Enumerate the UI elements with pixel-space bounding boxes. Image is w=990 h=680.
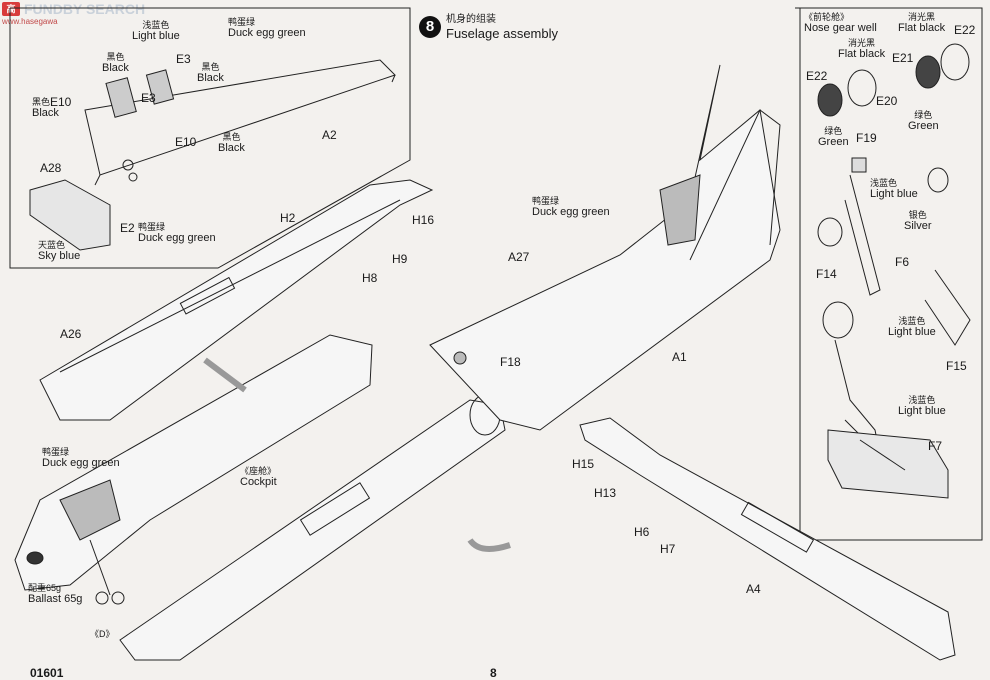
part-label-a28: A28 <box>40 161 62 175</box>
gear-bay-f7 <box>827 429 949 499</box>
part-label-f7: F7 <box>928 439 943 453</box>
part-label-e20: E20 <box>876 94 898 108</box>
step-title-en: Fuselage assembly <box>446 26 558 41</box>
fuselage-mid <box>119 399 506 661</box>
part-label-h16: H16 <box>412 213 435 227</box>
part-label-e22-b: E22 <box>806 69 828 83</box>
part-label-f15: F15 <box>946 359 967 373</box>
label-nose-gear-well: 《前轮舱》Nose gear well <box>804 12 877 34</box>
part-label-a4: A4 <box>746 582 761 596</box>
part-label-e10-b: E10 <box>175 135 197 149</box>
part-label-e10-a: E10 <box>50 95 72 109</box>
part-label-h6: H6 <box>634 525 650 539</box>
watermark: 高 FUNDBY SEARCH <box>0 0 152 18</box>
fuselage-a4 <box>579 417 956 661</box>
footer-code: 01601 <box>30 666 64 680</box>
part-label-a1: A1 <box>672 350 687 364</box>
label-cockpit: 《座舱》Cockpit <box>240 466 277 488</box>
part-label-f14: F14 <box>816 267 837 281</box>
label-view-d: 《D》 <box>90 629 115 639</box>
gear-door-f15 <box>924 269 971 346</box>
watermark-site: FUNDBY SEARCH <box>24 1 146 17</box>
panel-a2 <box>84 59 396 176</box>
step-title-cn: 机身的组装 <box>446 14 496 25</box>
part-label-e2: E2 <box>120 221 135 235</box>
part-label-h15: H15 <box>572 457 595 471</box>
part-label-h13: H13 <box>594 486 617 500</box>
part-label-e3-a: E3 <box>176 52 191 66</box>
step-number-badge: 8 <box>419 16 441 38</box>
part-label-f18: F18 <box>500 355 521 369</box>
watermark-sub: www.hasegawa <box>2 17 58 26</box>
part-label-h2: H2 <box>280 211 296 225</box>
part-label-h8: H8 <box>362 271 378 285</box>
step-title: 机身的组装 Fuselage assembly <box>446 14 558 41</box>
watermark-logo: 高 <box>2 2 20 16</box>
part-label-h9: H9 <box>392 252 408 266</box>
right-inset-frame <box>795 7 983 541</box>
fuselage-rear <box>429 64 781 431</box>
panel-a28 <box>29 179 111 251</box>
part-label-h7: H7 <box>660 542 676 556</box>
part-label-a2: A2 <box>322 128 337 142</box>
part-label-e22-a: E22 <box>954 23 976 37</box>
page-number: 8 <box>490 666 497 680</box>
part-label-e3-b: E3 <box>141 91 156 105</box>
part-label-f6: F6 <box>895 255 910 269</box>
part-label-e21: E21 <box>892 51 914 65</box>
part-label-a26: A26 <box>60 327 82 341</box>
part-label-f19: F19 <box>856 131 877 145</box>
left-inset-frame <box>9 7 411 269</box>
fuselage-a26 <box>39 179 434 421</box>
gear-strut-f14 <box>844 174 881 296</box>
part-label-a27: A27 <box>508 250 530 264</box>
part-e3-a <box>105 77 137 118</box>
part-e3-b <box>145 69 175 105</box>
